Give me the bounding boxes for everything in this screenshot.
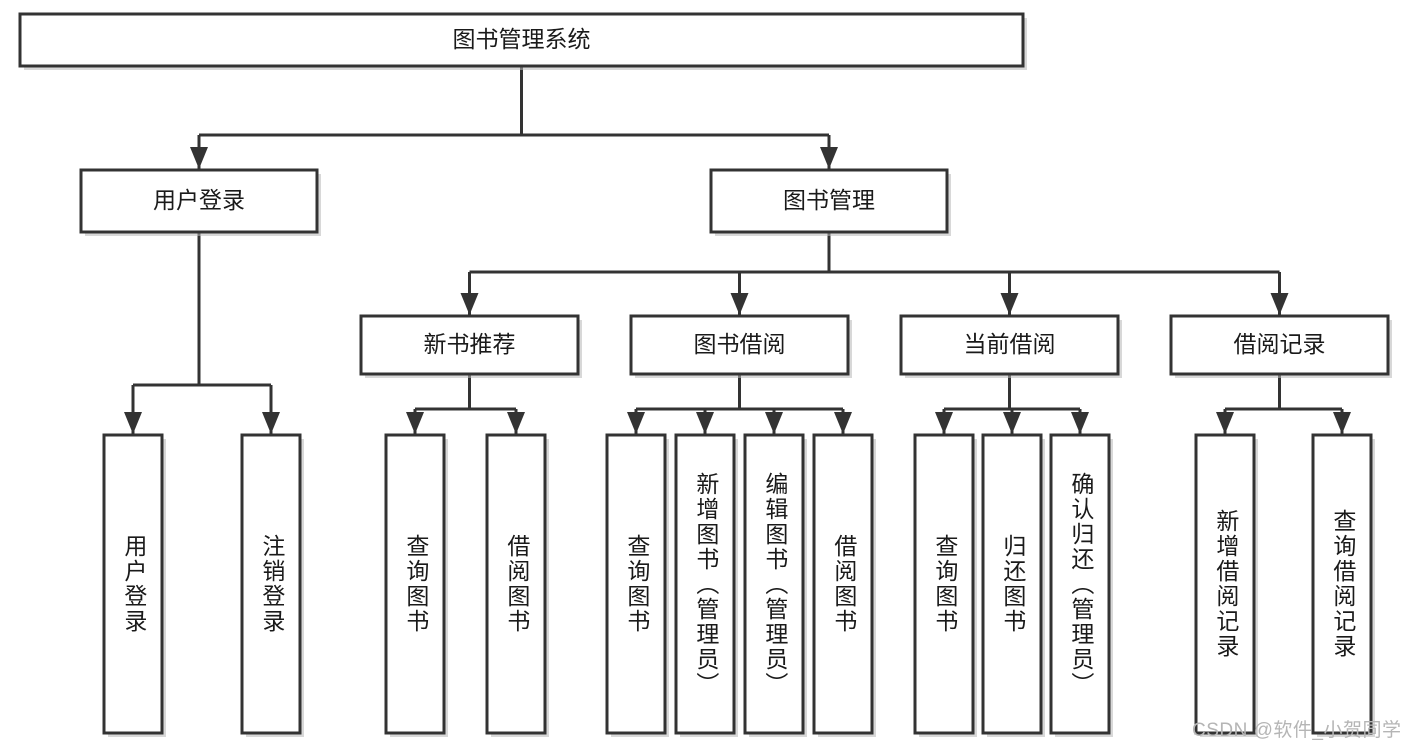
node-box-leaf-logout[interactable]	[240, 433, 302, 735]
node-box-leaf-return-book[interactable]	[981, 433, 1043, 735]
arrow-head-icon	[1003, 412, 1021, 434]
node-label-book-borrow: 图书借阅	[694, 331, 786, 357]
node-box-book-manage[interactable]	[709, 168, 949, 234]
arrow-head-icon	[124, 412, 142, 434]
node-box-leaf-borrow-book-rec[interactable]	[485, 433, 547, 735]
node-box-leaf-confirm-return-admin[interactable]	[1049, 433, 1111, 735]
arrow-head-icon	[460, 293, 479, 315]
node-box-new-book-recommend[interactable]	[359, 314, 580, 376]
arrow-head-icon	[820, 147, 838, 169]
arrow-head-icon	[1000, 293, 1019, 315]
node-label-user-login: 用户登录	[153, 187, 245, 213]
arrow-head-icon	[190, 147, 208, 169]
arrow-head-icon	[1333, 412, 1351, 434]
arrow-head-icon	[406, 412, 424, 434]
boxes-layer	[18, 12, 1392, 737]
node-label-root: 图书管理系统	[453, 26, 591, 52]
watermark-text: CSDN @软件_小贺同学	[1192, 720, 1402, 741]
node-box-leaf-query-book-rec[interactable]	[384, 433, 446, 735]
arrow-head-icon	[1216, 412, 1234, 434]
node-label-borrow-record: 借阅记录	[1234, 331, 1326, 357]
node-box-leaf-user-login[interactable]	[102, 433, 164, 735]
arrow-head-icon	[730, 293, 749, 315]
arrow-head-icon	[1071, 412, 1089, 434]
node-box-user-login[interactable]	[79, 168, 319, 234]
node-box-leaf-query-book-borrow[interactable]	[605, 433, 667, 735]
node-box-book-borrow[interactable]	[629, 314, 850, 376]
node-box-leaf-query-borrow-record[interactable]	[1311, 433, 1373, 735]
arrow-head-icon	[262, 412, 280, 434]
node-box-current-borrow[interactable]	[899, 314, 1120, 376]
node-label-current-borrow: 当前借阅	[964, 331, 1056, 357]
arrow-head-icon	[627, 412, 645, 434]
node-box-leaf-borrow-book[interactable]	[812, 433, 874, 735]
node-label-book-manage: 图书管理	[783, 187, 875, 213]
node-label-new-book-recommend: 新书推荐	[424, 331, 516, 357]
node-box-leaf-add-book-admin[interactable]	[674, 433, 736, 735]
arrow-head-icon	[696, 412, 714, 434]
node-box-borrow-record[interactable]	[1169, 314, 1390, 376]
node-box-leaf-add-borrow-record[interactable]	[1194, 433, 1256, 735]
arrow-head-icon	[765, 412, 783, 434]
arrow-head-icon	[1270, 293, 1289, 315]
node-box-root[interactable]	[18, 12, 1025, 68]
arrow-head-icon	[507, 412, 525, 434]
connectors-layer	[124, 66, 1351, 434]
node-box-leaf-edit-book-admin[interactable]	[743, 433, 805, 735]
node-box-leaf-query-book-current[interactable]	[913, 433, 975, 735]
arrow-head-icon	[834, 412, 852, 434]
arrow-head-icon	[935, 412, 953, 434]
